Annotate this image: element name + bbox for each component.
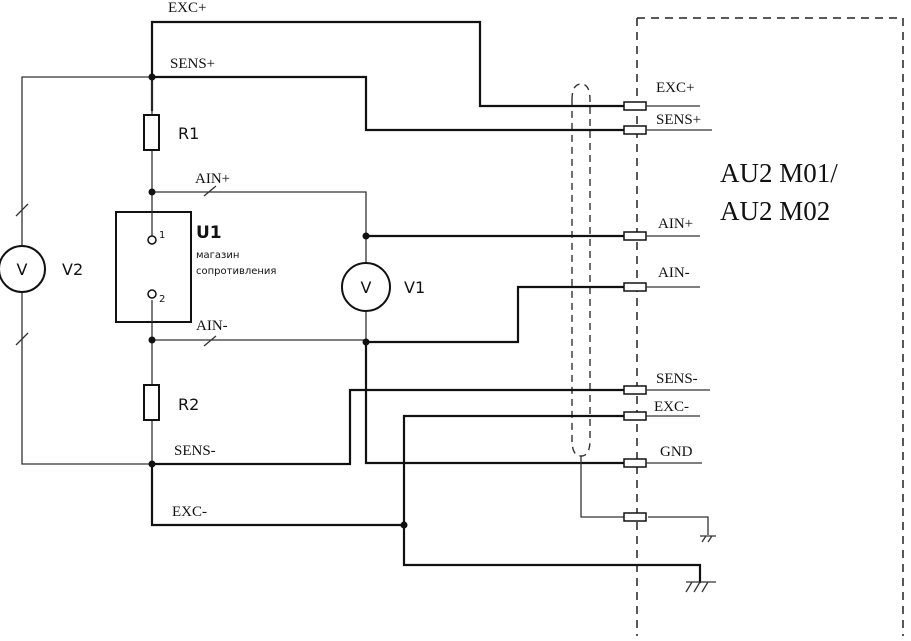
terminal-label-ain-minus: AIN- bbox=[658, 265, 690, 281]
wire-shield-drain bbox=[580, 456, 628, 518]
voltmeter-v2 bbox=[0, 245, 46, 293]
wire-sens-plus bbox=[150, 75, 630, 132]
label-u1-pin2: 2 bbox=[159, 294, 165, 305]
label-v1: V1 bbox=[404, 278, 425, 297]
terminal-underlines bbox=[646, 105, 712, 464]
terminal-label-exc-plus: EXC+ bbox=[656, 80, 694, 96]
wire-v2-top bbox=[21, 76, 152, 245]
voltmeter-v1-symbol: V bbox=[361, 278, 372, 297]
wire-label-ain-minus: AIN- bbox=[196, 318, 228, 334]
terminal-label-ain-plus: AIN+ bbox=[658, 216, 693, 232]
wire-gnd bbox=[364, 340, 630, 465]
terminal-label-sens-minus: SENS- bbox=[656, 371, 698, 387]
label-r2: R2 bbox=[178, 395, 199, 414]
device-enclosure bbox=[636, 17, 904, 636]
wire-sens-minus bbox=[150, 388, 630, 466]
terminal-label-sens-plus: SENS+ bbox=[656, 112, 701, 128]
u1-pin2-terminal bbox=[147, 289, 157, 299]
label-u1-desc-2: сопротивления bbox=[196, 266, 276, 277]
wire-exc-plus bbox=[150, 20, 630, 112]
earth-ground-icon bbox=[685, 581, 716, 593]
terminal-label-gnd: GND bbox=[660, 444, 693, 460]
voltmeter-v1 bbox=[341, 262, 391, 312]
wire-label-exc-plus: EXC+ bbox=[168, 0, 206, 16]
resistance-box-u1 bbox=[115, 211, 192, 323]
wire-v2-bottom bbox=[21, 293, 152, 465]
wire-ain-minus-out bbox=[364, 285, 630, 344]
wire-label-exc-minus: EXC- bbox=[172, 504, 207, 520]
resistor-r1 bbox=[143, 114, 160, 151]
device-title-line2: AU2 M02 bbox=[720, 196, 830, 226]
wire-label-sens-minus: SENS- bbox=[174, 443, 216, 459]
wire-slash-marks bbox=[15, 185, 217, 347]
resistor-r2 bbox=[143, 384, 160, 421]
voltmeter-v2-symbol: V bbox=[17, 260, 28, 279]
wire-shield-ground bbox=[648, 516, 709, 535]
device-title-line1: AU2 M01/ bbox=[720, 158, 838, 188]
u1-pin1-terminal bbox=[147, 235, 157, 245]
wire-label-ain-plus: AIN+ bbox=[195, 171, 230, 187]
label-r1: R1 bbox=[178, 124, 199, 143]
label-u1: U1 bbox=[196, 223, 222, 243]
wire-label-sens-plus: SENS+ bbox=[170, 56, 215, 72]
label-v2: V2 bbox=[62, 260, 83, 279]
wire-exc-minus-out bbox=[402, 414, 630, 527]
cable-shield bbox=[571, 83, 591, 457]
junction-dots bbox=[148, 73, 408, 529]
label-u1-desc-1: магазин bbox=[196, 250, 239, 261]
label-u1-pin1: 1 bbox=[159, 230, 165, 241]
device-terminals bbox=[623, 101, 647, 522]
ground-icon bbox=[700, 535, 716, 543]
wire-exc-minus bbox=[150, 462, 702, 584]
terminal-label-exc-minus: EXC- bbox=[654, 399, 689, 415]
